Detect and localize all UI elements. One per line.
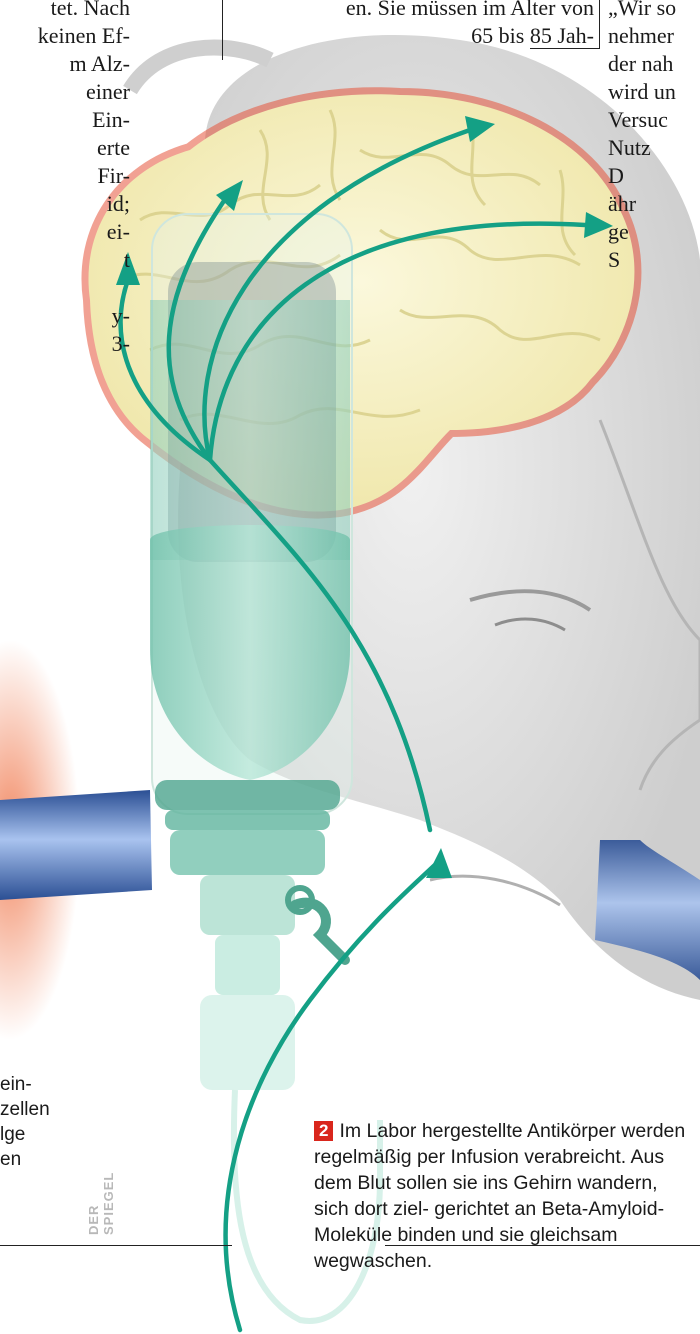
right-line: „Wir so	[608, 0, 700, 22]
caption-text: Im Labor hergestellte Antikörper werden …	[314, 1120, 685, 1272]
right-line: nehmer	[608, 22, 700, 50]
caption-left-line: zellen	[0, 1097, 90, 1122]
left-line: erte	[0, 134, 130, 162]
right-line: S	[608, 246, 700, 274]
left-line: einer	[0, 78, 130, 106]
left-line: m Alz-	[0, 50, 130, 78]
bottom-rule-left	[0, 1245, 232, 1246]
caption: 2Im Labor hergestellte Antikörper werden…	[314, 1118, 694, 1274]
step-badge: 2	[314, 1121, 333, 1141]
column-divider-left	[222, 0, 223, 60]
right-line: der nah	[608, 50, 700, 78]
left-line: y-	[0, 302, 130, 330]
column-divider-right	[599, 0, 600, 48]
caption-left-line: en	[0, 1147, 90, 1172]
caption-left-line: ein-	[0, 1072, 90, 1097]
left-line: ei-	[0, 218, 130, 246]
left-line: Fir-	[0, 162, 130, 190]
right-line: D	[608, 162, 700, 190]
right-line: ge	[608, 218, 700, 246]
left-line: Ein-	[0, 106, 130, 134]
caption-left-fragment: ein-zellenlgeen	[0, 1072, 90, 1172]
left-line	[0, 274, 130, 302]
left-line: t	[0, 246, 130, 274]
middle-line: en. Sie müssen im Alter von	[232, 0, 594, 22]
left-line: 3-	[0, 330, 130, 358]
right-line: wird un	[608, 78, 700, 106]
article-column-right: „Wir sonehmerder nahwird unVersucNutzDäh…	[608, 0, 700, 274]
right-line: Nutz	[608, 134, 700, 162]
caption-left-line: lge	[0, 1122, 90, 1147]
left-line: id;	[0, 190, 130, 218]
column-box-rule	[530, 48, 600, 49]
left-line: keinen Ef-	[0, 22, 130, 50]
credit-label: DER SPIEGEL	[86, 1145, 110, 1235]
right-line: Versuc	[608, 106, 700, 134]
article-column-left: tet. Nachkeinen Ef-m Alz-einerEin-erteFi…	[0, 0, 130, 358]
left-line: tet. Nach	[0, 0, 130, 22]
right-line: ähr	[608, 190, 700, 218]
middle-line: 65 bis 85 Jah-	[232, 22, 594, 50]
article-column-middle: en. Sie müssen im Alter von65 bis 85 Jah…	[232, 0, 594, 50]
